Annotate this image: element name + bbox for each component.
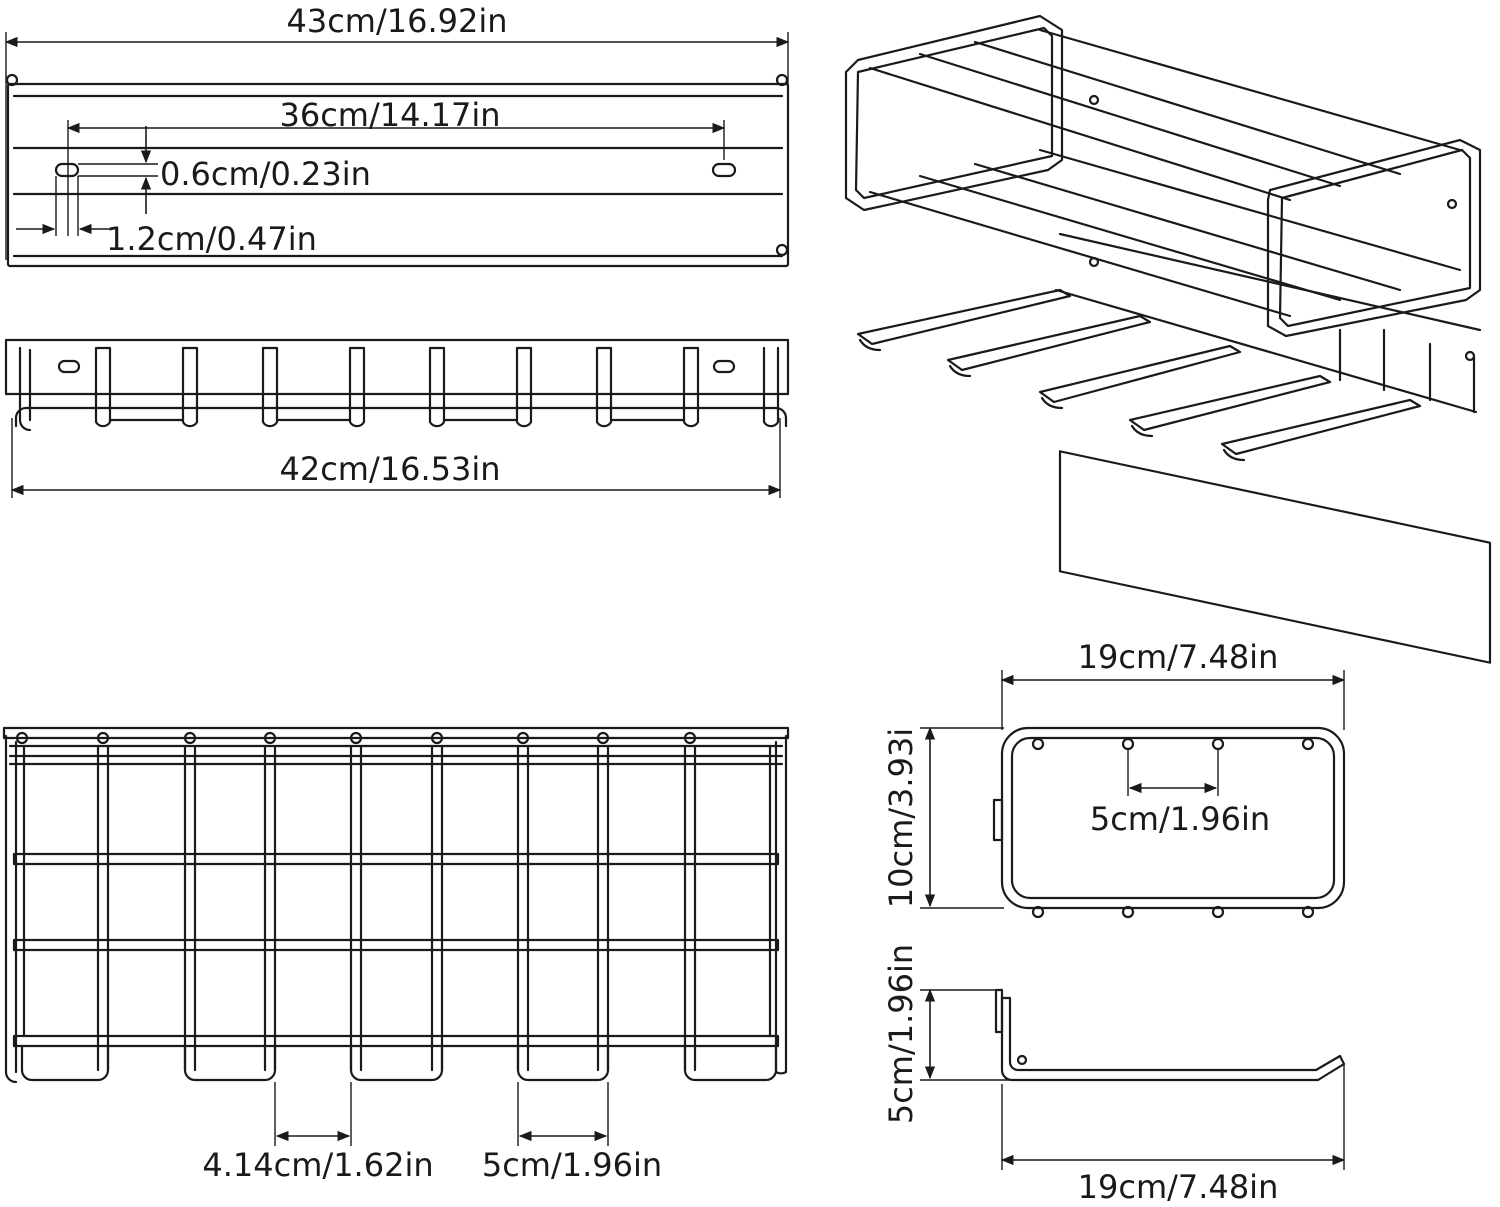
side-top-holes bbox=[1031, 737, 1315, 751]
side-hook-profile: 5cm/1.96in 19cm/7.48in bbox=[882, 944, 1346, 1206]
side-view-box: 19cm/7.48in 5cm/1.96in 10cm/3.93i bbox=[882, 638, 1346, 919]
slot-span-label: 36cm/14.17in bbox=[279, 96, 500, 134]
hook-gap-label: 4.14cm/1.62in bbox=[202, 1146, 433, 1184]
grid-vertical-bars bbox=[22, 744, 772, 1072]
hook-pair-1 bbox=[94, 346, 199, 428]
side-width-label: 19cm/7.48in bbox=[1078, 638, 1279, 676]
hook-pair-2 bbox=[261, 346, 366, 428]
grid-hook-loops bbox=[20, 1044, 778, 1082]
hook-depth-label: 19cm/7.48in bbox=[1078, 1168, 1279, 1206]
hook-height-label: 5cm/1.96in bbox=[882, 944, 920, 1124]
side-hole-spacing-label: 5cm/1.96in bbox=[1090, 800, 1270, 838]
side-bottom-holes bbox=[1031, 905, 1315, 919]
slot-height-label: 0.6cm/0.23in bbox=[160, 155, 371, 193]
top-view-backplate: 43cm/16.92in 36cm/14.17in 0.6cm/0.23in 1… bbox=[4, 2, 790, 268]
top-overall-width-label: 43cm/16.92in bbox=[286, 2, 507, 40]
grid-top-bolts bbox=[15, 731, 697, 745]
hook-pair-3 bbox=[428, 346, 533, 428]
lower-hooks bbox=[856, 288, 1478, 462]
slot-width-label: 1.2cm/0.47in bbox=[106, 220, 317, 258]
grid-horizontal-bars bbox=[12, 852, 780, 1048]
front-grid-view: 4.14cm/1.62in 5cm/1.96in bbox=[2, 726, 790, 1184]
side-height-label: 10cm/3.93i bbox=[882, 728, 920, 908]
top-rails bbox=[868, 28, 1462, 318]
hook-pitch-label: 5cm/1.96in bbox=[482, 1146, 662, 1184]
front-hook-row: 42cm/16.53in bbox=[4, 338, 790, 498]
perspective-view bbox=[844, 14, 1492, 664]
hook-row-width-label: 42cm/16.53in bbox=[279, 450, 500, 488]
hook-pair-4 bbox=[595, 346, 700, 428]
